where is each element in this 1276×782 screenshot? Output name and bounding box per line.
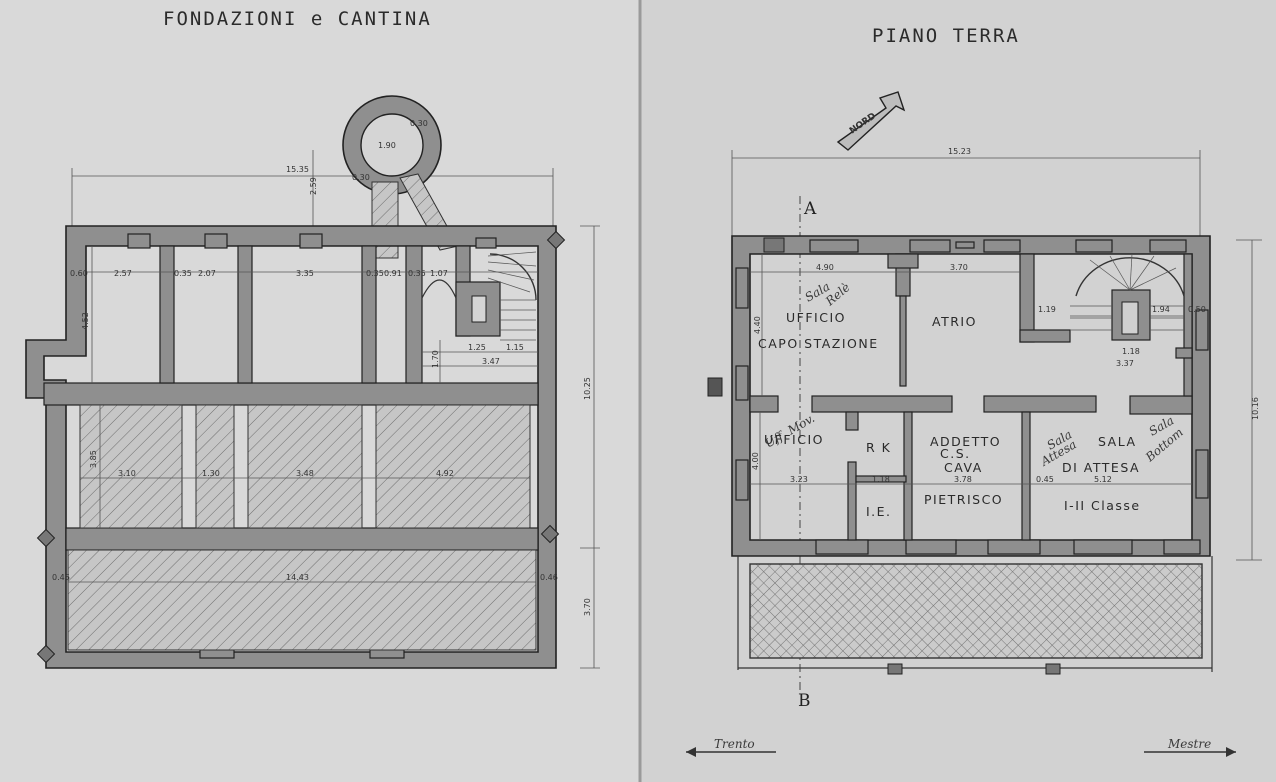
dim-atrio-w: 3.70 — [950, 263, 968, 272]
dim-well-inner: 1.90 — [378, 141, 396, 150]
dim-stair-total: 3.47 — [482, 357, 500, 366]
dim-stair-a: 1.25 — [468, 343, 486, 352]
dim-stair-b: 1.15 — [506, 343, 524, 352]
dim-room-2: 2.07 — [198, 269, 216, 278]
dim-stair-d-right: 1.18 — [1122, 347, 1140, 356]
cellar-room-4 — [375, 404, 531, 529]
dim-cellar-3: 3.48 — [296, 469, 314, 478]
dim-stair-e-right: 3.37 — [1116, 359, 1134, 368]
room-addetto-line3: CAVA — [944, 460, 983, 475]
dim-sala-w: 5.12 — [1094, 475, 1112, 484]
dim-well-offset: 2.59 — [309, 177, 318, 195]
dim-cellar-h: 3.85 — [89, 450, 98, 468]
direction-trento — [686, 747, 776, 757]
left-dimension-lines — [68, 225, 600, 669]
section-mark-b: B — [798, 691, 811, 711]
room-sala-line2: DI ATTESA — [1062, 460, 1140, 475]
dim-overall-height: 10.25 — [583, 377, 592, 400]
direction-trento-label: Trento — [714, 737, 755, 751]
dim-cellar-2: 1.30 — [202, 469, 220, 478]
dim-room-1: 2.57 — [114, 269, 132, 278]
dim-stair-c-right: 0.50 — [1188, 305, 1206, 314]
porch-outline — [737, 556, 1213, 675]
dim-pier-f: 0.46 — [540, 573, 558, 582]
right-overall-dimension — [731, 150, 1262, 561]
room-ufficio-capo-line2: CAPO STAZIONE — [758, 336, 879, 351]
room-addetto-line4: PIETRISCO — [924, 492, 1003, 507]
dim-pier-c: 0.35 — [366, 269, 384, 278]
dim-cellar-4: 4.92 — [436, 469, 454, 478]
dim-ufficio-capo-w: 4.90 — [816, 263, 834, 272]
dim-bottom-h: 3.70 — [583, 598, 592, 616]
dim-pier-e: 0.46 — [52, 573, 70, 582]
cellar-room-3 — [247, 404, 363, 529]
north-arrow — [836, 91, 906, 151]
dim-room-4: 0.91 — [384, 269, 402, 278]
room-ufficio-capo-line1: UFFICIO — [786, 310, 846, 325]
wall-nubs — [127, 233, 497, 659]
dim-ufficio-capo-h: 4.40 — [753, 316, 762, 334]
interior-walls — [749, 253, 1193, 541]
dim-cellar-1: 3.10 — [118, 469, 136, 478]
right-dimension-lines — [750, 254, 1192, 540]
dim-bottom-w: 14.43 — [286, 573, 309, 582]
dim-overall-width: 15.35 — [286, 165, 309, 174]
dim-ufficio-w: 3.23 — [790, 475, 808, 484]
ground-stair — [1070, 253, 1185, 331]
corner-buttresses — [36, 230, 566, 664]
dim-pier-b: 0.35 — [174, 269, 192, 278]
direction-mestre — [1144, 747, 1236, 757]
cellar-room-1 — [79, 404, 183, 529]
room-ufficio: UFFICIO — [764, 432, 824, 447]
dim-room-5: 1.07 — [430, 269, 448, 278]
dim-stair-h: 1.70 — [431, 350, 440, 368]
window-nubs — [707, 237, 1209, 555]
room-sala-line1: SALA — [1098, 434, 1137, 449]
room-addetto-line2: C.S. — [940, 446, 971, 461]
room-addetto-line1: ADDETTO — [930, 434, 1001, 449]
room-rk: R K — [866, 440, 891, 455]
left-plan-title: FONDAZIONI e CANTINA — [163, 8, 432, 30]
dim-pier-right: 0.45 — [1036, 475, 1054, 484]
middle-band-wall — [65, 527, 539, 551]
dim-pier-a: 0.60 — [70, 269, 88, 278]
porch-platform — [749, 563, 1203, 659]
overall-width-dimension — [71, 168, 554, 228]
upper-band-wall — [43, 382, 539, 406]
dim-right-overall-width: 15.23 — [948, 147, 971, 156]
dim-right-overall-height: 10.16 — [1251, 397, 1260, 420]
dim-well-wall-a: 0.30 — [352, 173, 370, 182]
dim-cava-w: 3.78 — [954, 475, 972, 484]
dim-stair-a-right: 1.19 — [1038, 305, 1056, 314]
room-sala-line3: I-II Classe — [1064, 498, 1141, 513]
direction-mestre-label: Mestre — [1167, 737, 1211, 751]
dim-stair-b-right: 1.94 — [1152, 305, 1170, 314]
section-mark-a: A — [803, 199, 817, 219]
dim-wc-w: 1.18 — [872, 475, 890, 484]
dim-ufficio-h: 4.00 — [751, 452, 760, 470]
right-plan-title: PIANO TERRA — [872, 25, 1020, 47]
room-atrio: ATRIO — [932, 314, 977, 329]
dim-room-3: 3.35 — [296, 269, 314, 278]
cellar-room-2 — [195, 404, 235, 529]
dim-pier-d: 0.35 — [408, 269, 426, 278]
upper-partitions — [159, 245, 501, 384]
room-ie: I.E. — [866, 504, 892, 519]
dim-depth-top: 4.52 — [81, 312, 90, 330]
bottom-foundation — [67, 549, 537, 651]
dim-well-wall-b: 0.30 — [410, 119, 428, 128]
